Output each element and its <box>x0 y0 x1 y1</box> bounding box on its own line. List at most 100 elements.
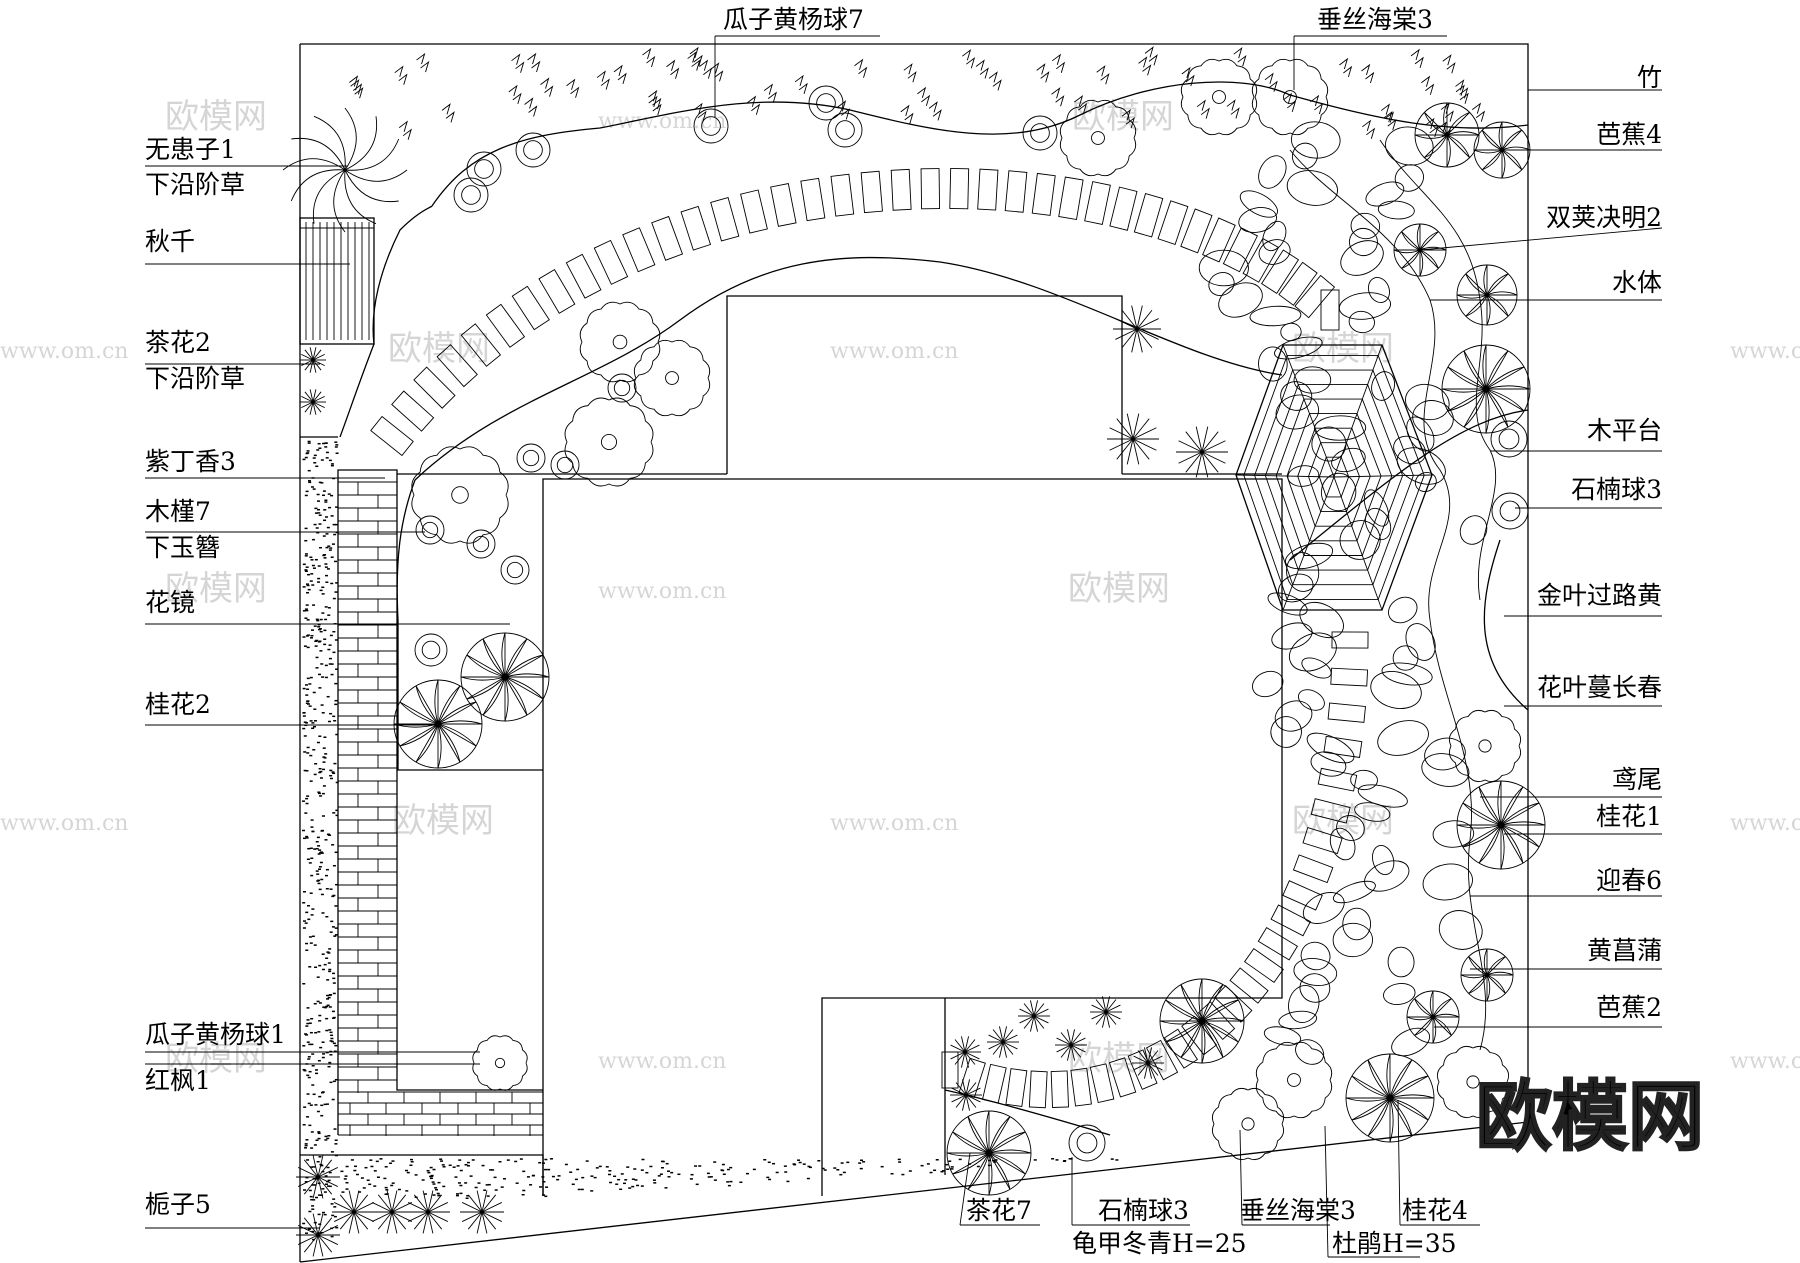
camellia-symbol <box>1090 996 1122 1028</box>
camellia-symbol <box>300 389 326 415</box>
rock <box>1299 973 1331 1003</box>
shrub-symbol <box>1176 426 1228 478</box>
rock <box>1263 1026 1302 1046</box>
rock <box>1387 946 1415 978</box>
rock <box>1278 1010 1318 1030</box>
lilac-symbol <box>564 397 654 487</box>
stepping-stone <box>538 269 576 314</box>
rock <box>1348 310 1375 334</box>
stepping-stone <box>593 239 629 285</box>
groundcover-mark <box>416 52 430 73</box>
camellia-symbol <box>946 1110 1032 1196</box>
label-huangchangpu: 黄菖蒲 <box>1587 936 1662 965</box>
rock <box>1370 671 1422 709</box>
stepping-stone <box>511 285 550 331</box>
rock <box>1332 880 1376 904</box>
gardenia-symbol <box>332 1190 376 1234</box>
swing <box>299 217 375 345</box>
label-shinan-right: 石楠球3 <box>1571 475 1662 504</box>
rock <box>1372 844 1395 876</box>
rock <box>1252 670 1284 698</box>
groundcover-mark <box>988 71 1002 91</box>
crabapple-symbol <box>1255 1041 1333 1119</box>
stepping-stone <box>1331 631 1369 649</box>
boxwood-ball-symbol <box>453 177 489 213</box>
label-bajiao4: 芭蕉4 <box>1596 120 1662 149</box>
rock <box>1271 622 1313 650</box>
watermark-text: www.om.cn <box>1730 811 1800 836</box>
label-yingchun: 迎春6 <box>1596 866 1662 895</box>
stepping-stone <box>1323 735 1363 758</box>
shrub-symbol <box>1113 305 1161 353</box>
stepping-stone <box>1327 702 1366 723</box>
rock <box>1278 573 1314 603</box>
stepping-stone <box>1202 217 1236 263</box>
rockery-and-water <box>1198 121 1488 1065</box>
label-guijia: 龟甲冬青H=25 <box>1072 1229 1247 1258</box>
hibiscus-symbol <box>516 443 546 473</box>
stepping-stone <box>710 197 740 242</box>
groundcover-mark <box>398 120 412 140</box>
groundcover-mark <box>1264 72 1278 92</box>
rock <box>1388 596 1418 624</box>
groundcover-mark <box>687 51 701 71</box>
watermark-text: 欧模网 <box>1072 97 1174 137</box>
rock <box>1314 415 1367 441</box>
groundcover-mark <box>1052 53 1066 73</box>
watermark-text: 欧模网 <box>1292 329 1394 369</box>
boxwood-ball-symbol <box>827 112 863 148</box>
rock <box>1383 983 1416 1005</box>
stepping-stone <box>860 170 883 214</box>
groundcover-mark <box>1138 56 1152 76</box>
groundcover-mark <box>1380 103 1395 123</box>
groundcover-mark <box>1226 99 1240 119</box>
groundcover-mark <box>903 63 917 83</box>
crabapple-symbol <box>1211 1087 1285 1161</box>
boxwood-ball-symbol <box>1022 115 1058 151</box>
watermark-text: www.om.cn <box>598 579 726 604</box>
watermark-logo-text: 欧模网 <box>1476 1072 1704 1161</box>
groundcover-mark <box>1361 63 1375 84</box>
camellia-symbol <box>949 1036 981 1068</box>
osmanthus-symbol <box>1441 344 1531 434</box>
rock <box>1258 239 1291 265</box>
groundcover-mark <box>763 83 778 103</box>
rock <box>1406 416 1435 452</box>
groundcover-mark <box>1425 117 1439 138</box>
stepping-stone <box>1050 1070 1069 1108</box>
stepping-stone <box>1180 208 1213 254</box>
stepping-stone <box>460 323 502 367</box>
rock <box>1239 190 1278 218</box>
wooden-deck <box>1235 344 1433 611</box>
rock <box>1377 720 1429 756</box>
stepping-stone <box>1031 172 1056 216</box>
rock <box>1249 305 1302 327</box>
hibiscus-symbol <box>466 529 496 559</box>
rock <box>1329 827 1356 861</box>
label-zhu: 竹 <box>1637 63 1662 92</box>
boxwood-ball-symbol <box>466 151 502 187</box>
stepping-stone <box>1214 985 1253 1023</box>
rock <box>1365 181 1405 207</box>
groundcover-mark <box>642 47 656 68</box>
osmanthus-symbol <box>1345 1053 1435 1143</box>
stepping-stone <box>565 253 602 299</box>
osmanthus-symbol <box>460 632 550 722</box>
groundcover-mark <box>1421 75 1435 95</box>
groundcover-mark <box>900 104 914 124</box>
groundcover-mark <box>1455 84 1469 104</box>
groundcover-mark <box>1051 87 1065 107</box>
plant-symbols <box>282 58 1546 1257</box>
label-guihua2: 桂花2 <box>145 690 211 719</box>
rock <box>1198 249 1249 287</box>
stepping-stone <box>370 415 414 457</box>
rock <box>1340 240 1384 276</box>
rock <box>1422 863 1473 901</box>
rock <box>1291 142 1318 170</box>
rock <box>1350 769 1378 791</box>
stepping-stone <box>1278 261 1318 306</box>
label-shuangjia: 双荚决明2 <box>1546 203 1662 232</box>
label-chahua2: 茶花2 <box>145 328 211 357</box>
groundcover-mark <box>1383 110 1397 131</box>
label-yuanwei: 鸢尾 <box>1612 765 1662 794</box>
